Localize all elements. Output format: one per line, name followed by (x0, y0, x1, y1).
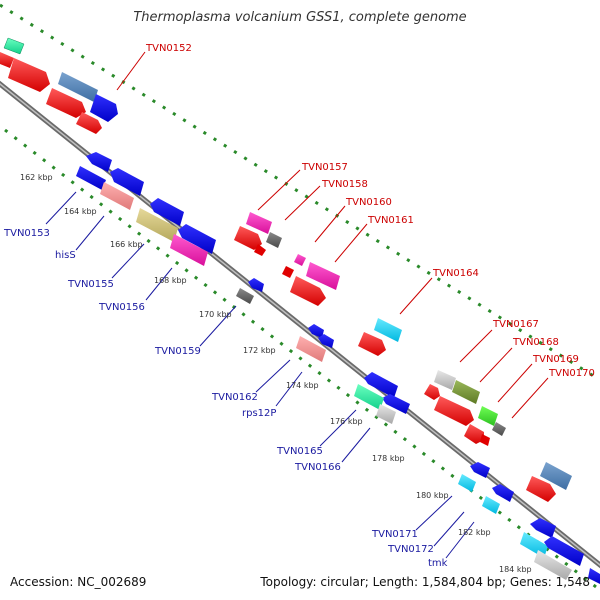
gene-arrow (530, 518, 556, 538)
gene-arrow (376, 404, 396, 424)
gene-label: TVN0153 (3, 228, 50, 239)
gene-label: TVN0155 (67, 279, 114, 290)
gene-label: TVN0156 (98, 302, 145, 313)
gene-label: TVN0168 (512, 337, 559, 348)
gene-arrow (76, 112, 102, 134)
gene-arrow (434, 370, 456, 390)
kbp-tick: 180 kbp (416, 491, 449, 500)
gene-arrow (3, 37, 25, 55)
kbp-tick: 182 kbp (458, 528, 491, 537)
gene-arrow (382, 394, 410, 414)
gene-arrow (290, 276, 326, 306)
gene-arrow (464, 424, 484, 444)
gene-arrow (364, 372, 398, 398)
outer-dotted-guide (0, 3, 600, 382)
kbp-ticks: 162 kbp 164 kbp 166 kbp 168 kbp 170 kbp … (20, 173, 532, 574)
gene-label: hisS (55, 250, 76, 261)
forward-gene-labels: TVN0152 TVN0157 TVN0158 TVN0160 TVN0161 … (145, 43, 595, 379)
gene-arrow (354, 384, 384, 410)
gene-arrow (282, 266, 294, 278)
gene-arrow (526, 476, 556, 502)
gene-arrow (540, 462, 572, 490)
gene-label: rps12P (242, 408, 276, 419)
map-title: Thermoplasma volcanium GSS1, complete ge… (133, 10, 467, 25)
gene-arrow (588, 568, 600, 584)
kbp-tick: 184 kbp (499, 565, 532, 574)
kbp-tick: 176 kbp (330, 417, 363, 426)
gene-arrow (470, 462, 490, 478)
gene-arrow (136, 208, 178, 242)
gene-arrow (520, 532, 548, 558)
kbp-tick: 172 kbp (243, 346, 276, 355)
gene-arrow (236, 288, 254, 304)
gene-label: TVN0158 (321, 179, 368, 190)
gene-arrow (246, 212, 272, 234)
kbp-tick: 162 kbp (20, 173, 53, 182)
gene-label: TVN0152 (145, 43, 192, 54)
gene-label: TVN0167 (492, 319, 539, 330)
kbp-tick: 168 kbp (154, 276, 187, 285)
gene-arrow (434, 396, 474, 426)
gene-arrow (178, 224, 216, 254)
gene-label: TVN0165 (276, 446, 323, 457)
gene-label: tmk (428, 558, 448, 569)
gene-arrow (308, 324, 324, 338)
gene-arrow (254, 244, 266, 256)
gene-arrow (100, 182, 134, 210)
gene-label: TVN0161 (367, 215, 414, 226)
gene-arrow (86, 152, 112, 172)
gene-arrow (46, 88, 86, 118)
gene-arrow (374, 318, 402, 342)
gene-label: TVN0170 (548, 368, 595, 379)
gene-arrow (534, 550, 572, 580)
accession-text: Accession: NC_002689 (10, 575, 147, 589)
gene-arrow (480, 434, 490, 446)
gene-arrow (358, 332, 386, 356)
gene-arrow (544, 536, 584, 566)
gene-label: TVN0171 (371, 529, 418, 540)
gene-arrow (492, 422, 506, 436)
gene-arrow (150, 198, 184, 226)
gene-arrow (110, 168, 144, 196)
gene-arrow (90, 94, 118, 122)
gene-arrow (294, 254, 306, 266)
gene-arrow (0, 52, 14, 68)
gene-label: TVN0162 (211, 392, 258, 403)
gene-label: TVN0172 (387, 544, 434, 555)
topology-text: Topology: circular; Length: 1,584,804 bp… (260, 575, 590, 589)
gene-arrow (306, 262, 340, 290)
gene-arrow (58, 72, 98, 102)
gene-arrow (170, 234, 208, 266)
gene-arrow (76, 166, 106, 190)
gene-arrow (482, 496, 500, 514)
kbp-tick: 174 kbp (286, 381, 319, 390)
gene-arrow (492, 484, 514, 502)
gene-arrow (318, 334, 334, 348)
reverse-gene-labels: TVN0153 hisS TVN0155 TVN0156 TVN0159 TVN… (3, 228, 448, 569)
label-leaders (45, 51, 549, 559)
gene-label: TVN0166 (294, 462, 341, 473)
inner-dotted-guide (4, 128, 600, 592)
gene-arrow (248, 278, 264, 292)
gene-arrow (266, 232, 282, 248)
kbp-tick: 178 kbp (372, 454, 405, 463)
kbp-tick: 164 kbp (64, 207, 97, 216)
gene-label: TVN0159 (154, 346, 201, 357)
gene-arrow (8, 58, 50, 92)
kbp-tick: 166 kbp (110, 240, 143, 249)
kbp-tick: 170 kbp (199, 310, 232, 319)
gene-label: TVN0160 (345, 197, 392, 208)
reverse-strand-genes (76, 152, 600, 584)
gene-label: TVN0164 (432, 268, 479, 279)
gene-arrow (452, 380, 480, 404)
gene-arrow (296, 336, 326, 362)
gene-arrow (458, 474, 476, 492)
gene-arrow (478, 406, 498, 426)
gene-label: TVN0169 (532, 354, 579, 365)
gene-arrow (234, 226, 262, 250)
gene-arrow (424, 384, 440, 400)
forward-strand-genes (0, 37, 572, 502)
gene-label: TVN0157 (301, 162, 348, 173)
